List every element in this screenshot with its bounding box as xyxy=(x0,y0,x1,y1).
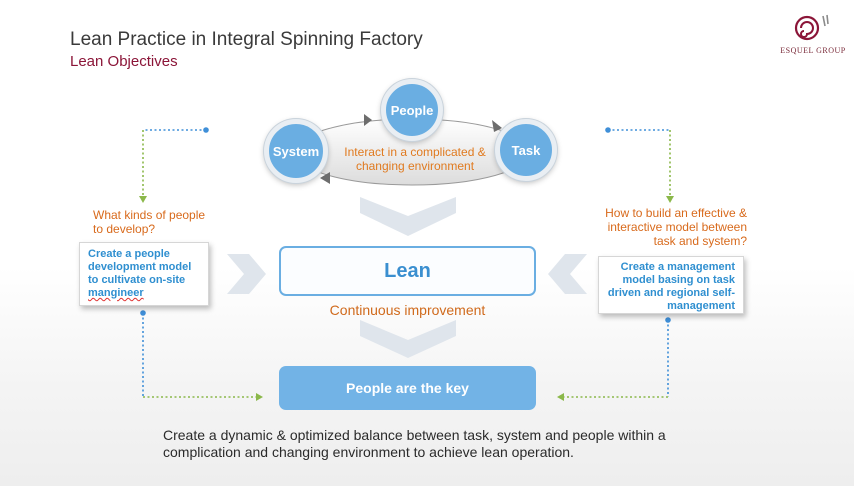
task-circle: Task xyxy=(495,119,557,181)
connector-right-top xyxy=(608,129,671,196)
connector-right-bottom xyxy=(564,320,669,398)
cycle-arrows xyxy=(320,114,502,184)
right-note: Create a management model basing on task… xyxy=(598,256,744,314)
system-label: System xyxy=(272,143,320,159)
people-key-box: People are the key xyxy=(279,366,536,410)
lean-box: Lean xyxy=(279,246,536,296)
cycle-center-text: Interact in a complicated & changing env… xyxy=(344,145,486,173)
task-label: Task xyxy=(511,142,541,158)
left-note-text: Create a people development model to cul… xyxy=(88,248,192,286)
lean-label: Lean xyxy=(384,259,431,282)
people-label: People xyxy=(390,102,434,118)
connector-left-top xyxy=(142,129,206,196)
left-chevron-right xyxy=(548,254,587,294)
people-key-label: People are the key xyxy=(346,380,469,396)
page-title: Lean Practice in Integral Spinning Facto… xyxy=(70,29,423,50)
footer-summary: Create a dynamic & optimized balance bet… xyxy=(163,427,666,460)
brand-name: ESQUEL GROUP xyxy=(780,46,846,55)
system-circle: System xyxy=(264,119,328,183)
left-question: What kinds of people to develop? xyxy=(93,208,206,236)
left-note-misspelled-word: mangineer xyxy=(88,287,144,299)
down-chevron-top xyxy=(360,197,456,236)
people-circle: People xyxy=(381,79,443,141)
continuous-improvement-caption: Continuous improvement xyxy=(329,302,486,318)
right-chevron-left xyxy=(227,254,266,294)
page-subtitle: Lean Objectives xyxy=(70,53,178,70)
left-note: Create a people development model to cul… xyxy=(79,242,209,306)
esquel-logo-icon xyxy=(794,14,829,41)
right-question: How to build an effective & interactive … xyxy=(605,206,747,248)
connector-left-bottom xyxy=(142,313,256,398)
down-chevron-bottom xyxy=(360,320,456,358)
